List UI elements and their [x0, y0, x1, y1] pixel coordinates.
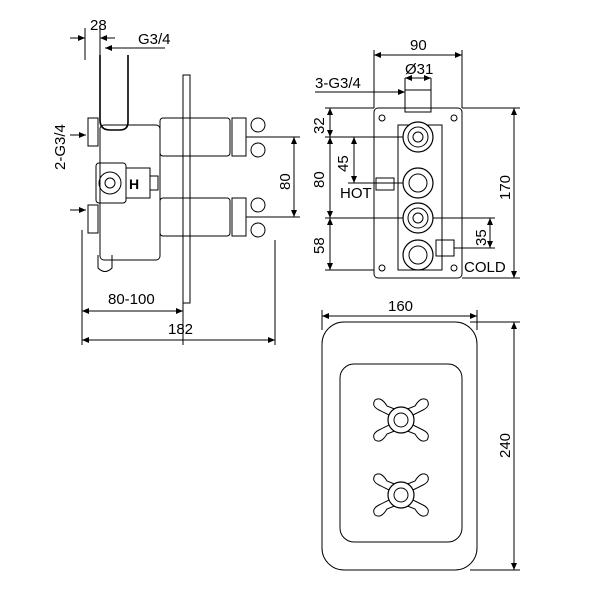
side-h-circle-inner — [104, 177, 116, 189]
front-view: 160 240 — [321, 298, 520, 571]
side-valve-body — [99, 124, 161, 261]
rear-port-mid — [402, 202, 434, 234]
side-bottom-pipe — [97, 255, 113, 272]
rear-hole — [450, 264, 458, 272]
side-knob-lower-bottom — [250, 222, 266, 238]
side-knob-upper-bottom — [250, 142, 266, 158]
side-spindle-upper — [159, 117, 231, 157]
rear-hole — [450, 114, 458, 122]
side-dim-80: 80 — [277, 173, 294, 190]
side-handle-upper — [231, 117, 247, 157]
side-knob-lower-top — [250, 197, 266, 213]
rear-dim-35: 35 — [473, 229, 490, 246]
side-left-stub-bottom — [87, 204, 99, 234]
side-dim-thread-side: 2-G3/4 — [52, 124, 69, 170]
rear-dim-58: 58 — [311, 237, 328, 254]
side-dim-28: 28 — [90, 17, 107, 34]
rear-cold-tab — [435, 239, 455, 257]
side-spindle-lower — [159, 197, 231, 237]
front-inner-plate — [339, 363, 463, 543]
rear-dim-32: 32 — [311, 117, 328, 134]
side-left-stub-top — [87, 117, 99, 147]
rear-hot-tab — [375, 177, 395, 191]
rear-hole — [378, 264, 386, 272]
side-handle-lower — [231, 197, 247, 237]
rear-dim-80: 80 — [311, 171, 328, 188]
front-outer-plate — [321, 321, 478, 571]
side-dim-182: 182 — [168, 321, 193, 338]
side-dim-thread-top: G3/4 — [138, 31, 171, 48]
side-h-circle — [98, 171, 122, 195]
side-h-knob — [149, 175, 159, 191]
rear-mounting-plate — [373, 107, 463, 279]
rear-port-hot — [402, 167, 434, 199]
front-handle-upper — [373, 398, 429, 442]
rear-dim-45: 45 — [335, 155, 352, 172]
front-handle-lower — [373, 473, 429, 517]
front-dim-240: 240 — [497, 433, 514, 458]
rear-dim-90: 90 — [410, 37, 427, 54]
rear-port-cold — [402, 239, 434, 271]
side-view: H 28 G3/4 2-G3/4 80 — [52, 17, 300, 345]
side-marker-h: H — [129, 176, 139, 192]
side-dim-80-100: 80-100 — [108, 291, 155, 308]
front-dim-160: 160 — [388, 298, 413, 315]
rear-port-top — [402, 121, 434, 153]
rear-label-hot: HOT — [340, 185, 372, 202]
side-top-pipe — [99, 55, 129, 131]
rear-label-cold: COLD — [464, 259, 506, 276]
rear-dim-170: 170 — [497, 175, 514, 200]
rear-dim-threads: 3-G3/4 — [315, 75, 361, 92]
rear-top-outlet — [404, 89, 432, 113]
rear-dim-dia31: Ø31 — [405, 61, 433, 78]
rear-view: 90 Ø31 3-G3/4 32 45 80 58 HOT 170 — [311, 37, 520, 279]
side-knob-upper-top — [250, 117, 266, 133]
side-wall-plate — [182, 74, 191, 304]
rear-hole — [378, 114, 386, 122]
